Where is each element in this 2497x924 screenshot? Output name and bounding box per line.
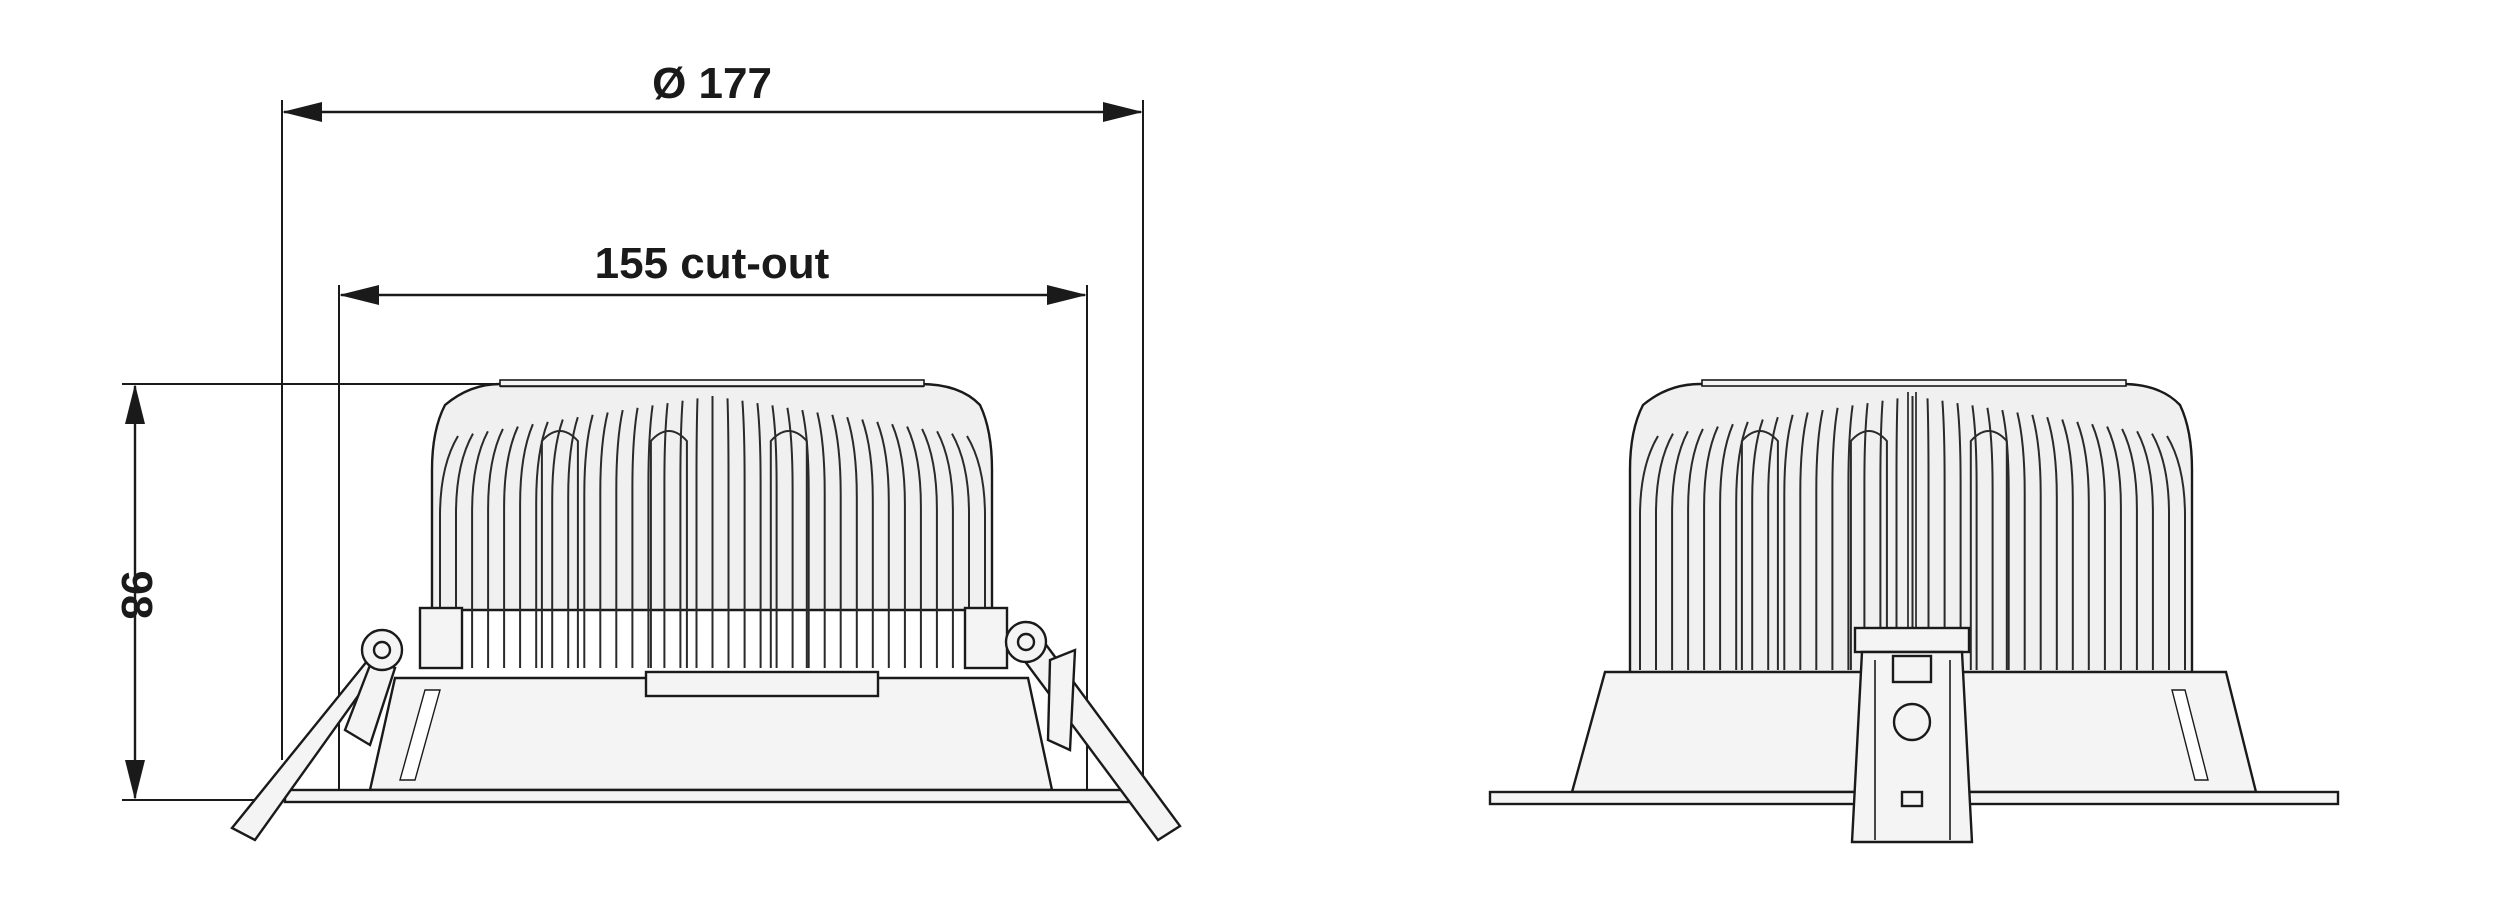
heatsink-fin <box>2061 419 2074 670</box>
heatsink-fin <box>679 400 684 668</box>
heatsink-fin <box>786 407 794 668</box>
downlight-side-view-right <box>1488 379 2340 844</box>
heatsink-fin <box>2076 421 2090 670</box>
cutout-label: 155 cut-out <box>595 239 830 288</box>
heatsink-fin <box>647 405 654 668</box>
heatsink-fin <box>2046 416 2058 670</box>
heatsink-fin <box>1687 428 1704 670</box>
heatsink-fin <box>551 419 564 668</box>
heatsink-slot <box>769 430 808 668</box>
heatsink-fin <box>2121 428 2138 670</box>
heatsink-fin <box>615 409 624 668</box>
heatsink-fin <box>756 402 762 668</box>
heatsink-fin <box>535 421 549 668</box>
heatsink-fin <box>1703 426 1719 670</box>
heatsink-fin <box>2016 412 2026 670</box>
heatsink-slot <box>1849 430 1888 670</box>
heatsink-fin <box>2166 435 2186 670</box>
heatsink-fin <box>1863 402 1869 670</box>
heatsink-fin <box>695 398 699 668</box>
heatsink-fin <box>741 400 746 668</box>
heatsink-fin <box>966 435 986 668</box>
heatsink-slot <box>540 430 579 668</box>
heatsink-fin <box>567 416 579 668</box>
heatsink-fin <box>1831 407 1839 670</box>
heatsink-fin <box>1956 402 1962 670</box>
heatsink-fin <box>1751 419 1764 670</box>
heatsink-fin <box>1639 435 1659 670</box>
heatsink-fin <box>1847 405 1854 670</box>
flange-left <box>283 788 1137 804</box>
heatsink-fin <box>631 407 639 668</box>
heatsink-fin <box>1767 416 1779 670</box>
dimension-cutout: 155 cut-out <box>338 239 1088 800</box>
heatsink-fin <box>2151 433 2170 670</box>
heatsink-fin <box>831 414 842 668</box>
heatsink-fin <box>455 433 474 668</box>
heatsink-fin <box>439 435 459 668</box>
heatsink-fin <box>2136 430 2154 670</box>
heatsink-fin <box>1719 423 1734 670</box>
heatsink-slot <box>649 430 688 668</box>
heatsink-right <box>1628 379 2194 678</box>
heatsink-fin <box>1655 433 1674 670</box>
heatsink-fin <box>1671 430 1689 670</box>
heatsink-slot <box>1740 430 1779 670</box>
heatsink-fin <box>906 426 922 668</box>
spring-clip-left <box>230 628 404 842</box>
heatsink-fin <box>876 421 890 668</box>
heatsink-fin <box>771 405 778 668</box>
heatsink-fin <box>861 419 874 668</box>
heatsink-fin <box>726 398 730 668</box>
spring-clip-right <box>1004 620 1182 842</box>
heatsink-fin <box>471 430 489 668</box>
diameter-label: Ø 177 <box>652 59 772 108</box>
dimension-diameter: Ø 177 <box>281 59 1144 800</box>
heatsink-fin <box>936 430 954 668</box>
heatsink-fin <box>503 426 519 668</box>
heatsink-fin <box>951 433 970 668</box>
heatsink-fin <box>1971 405 1978 670</box>
height-label: 98 <box>112 571 161 620</box>
heatsink-fin <box>2091 423 2106 670</box>
heatsink-fin <box>487 428 504 668</box>
heatsink-fin <box>846 416 858 668</box>
heatsink-fin <box>519 423 534 668</box>
heatsink-fin <box>2031 414 2042 670</box>
heatsink-fin <box>1783 414 1794 670</box>
heatsink-fin <box>2106 426 2122 670</box>
mounting-bracket <box>1850 392 1974 844</box>
heatsink-fin <box>1799 412 1809 670</box>
heatsink-fin <box>816 412 826 668</box>
heatsink-fin <box>1895 398 1899 670</box>
heatsink-fin <box>599 412 609 668</box>
heatsink-fin <box>1815 409 1824 670</box>
heatsink-fin <box>1941 400 1946 670</box>
heatsink-left <box>430 379 994 668</box>
heatsink-slot <box>1969 430 2008 670</box>
heatsink-fin <box>663 402 669 668</box>
heatsink-fin <box>1986 407 1994 670</box>
heatsink-fin <box>583 414 594 668</box>
heatsink-fin <box>1735 421 1749 670</box>
heatsink-fin <box>1926 398 1930 670</box>
heatsink-fin <box>1879 400 1884 670</box>
heatsink-fin <box>921 428 938 668</box>
heatsink-fin <box>891 423 906 668</box>
downlight-side-view-left <box>230 379 1182 842</box>
